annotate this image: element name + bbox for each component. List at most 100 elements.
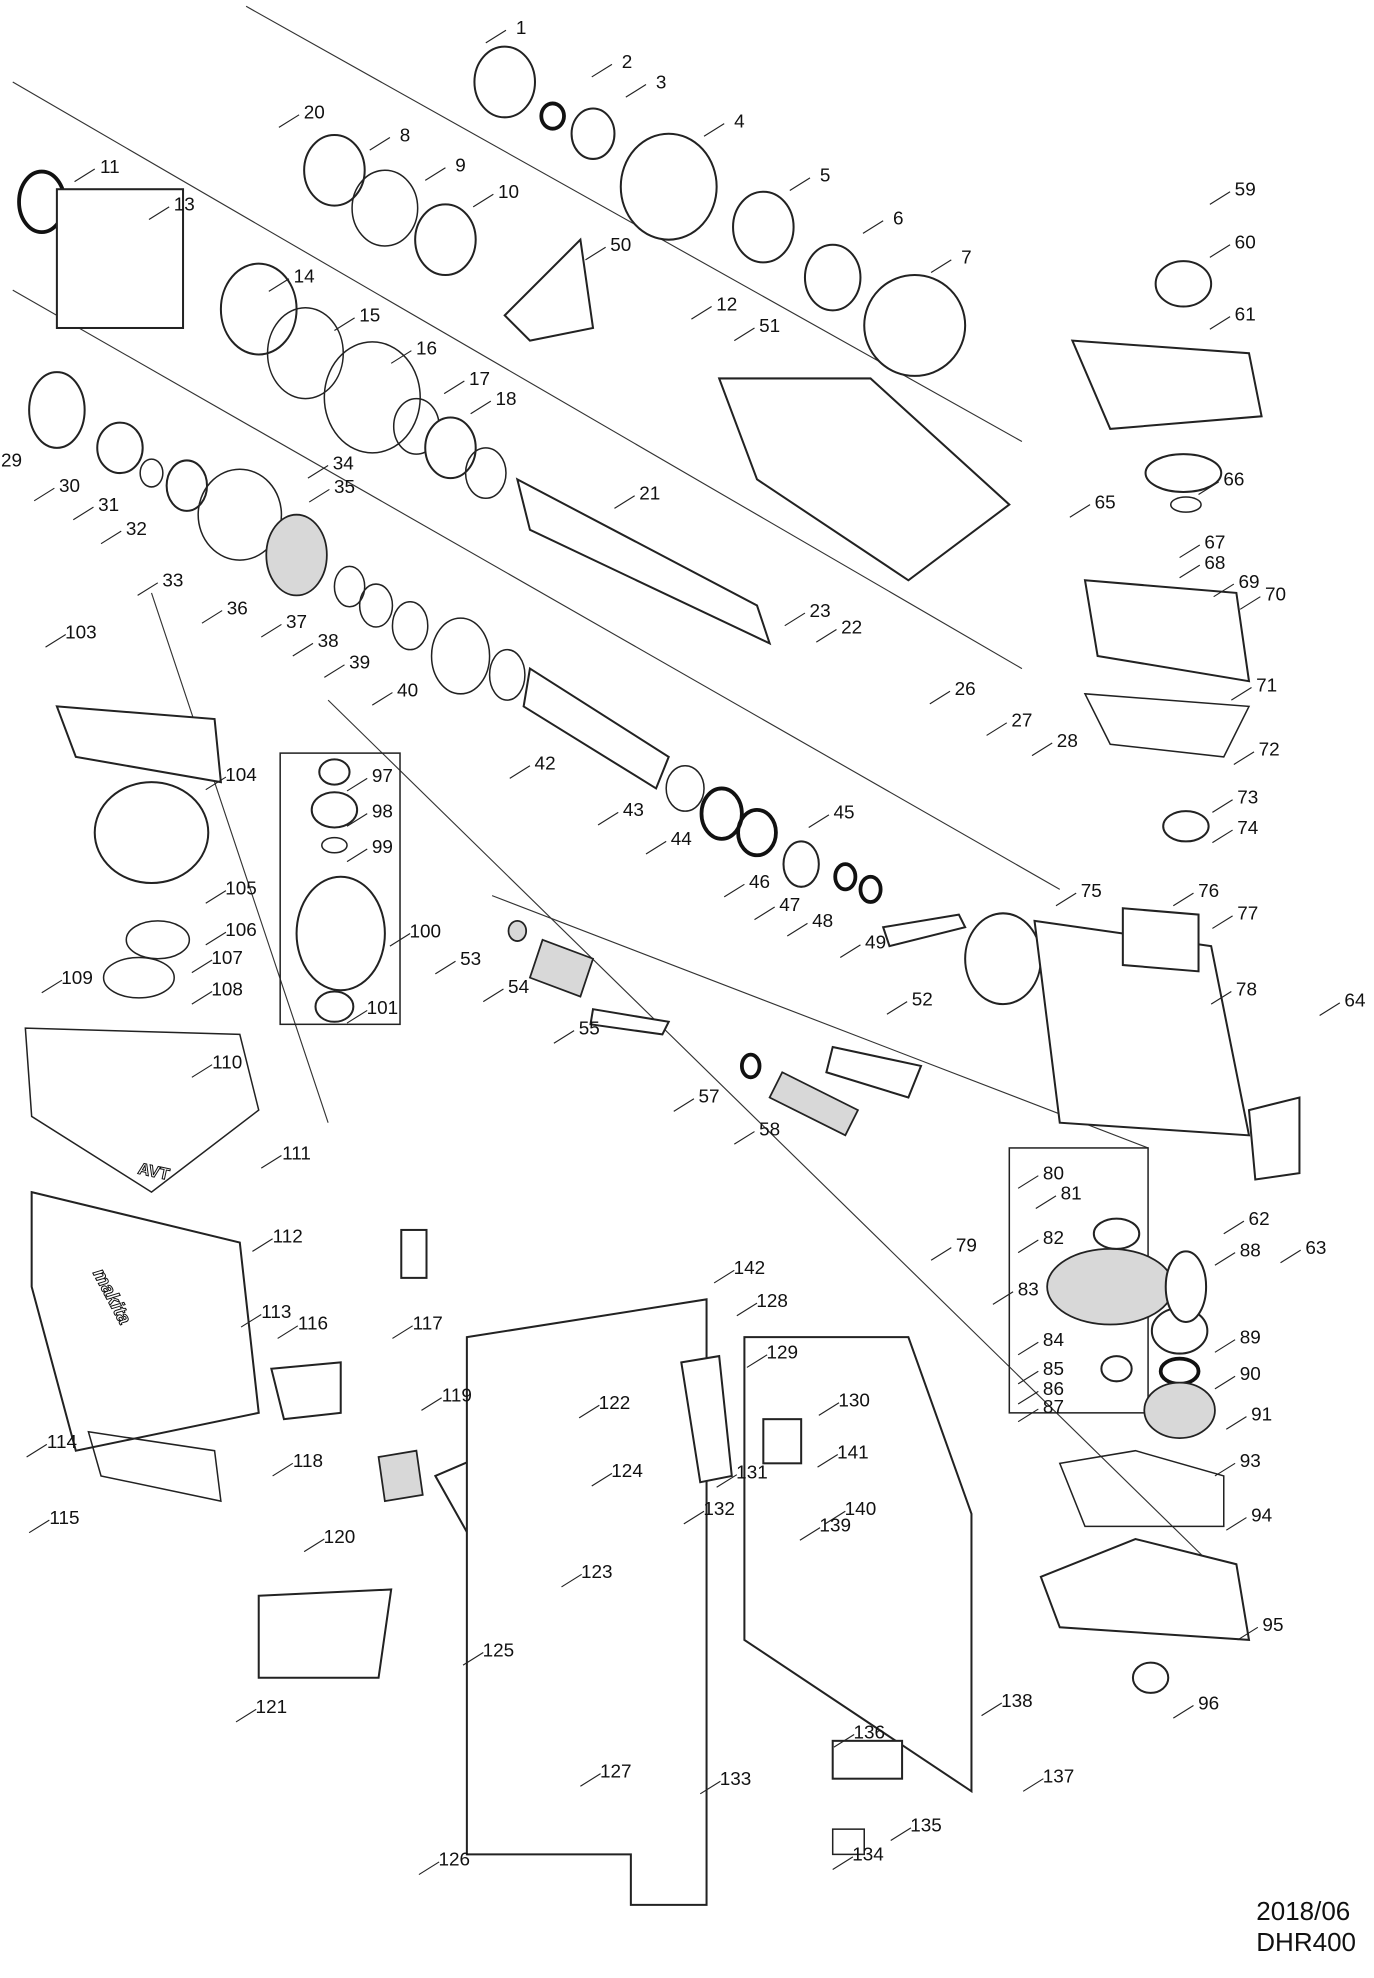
part-label-51: 51: [759, 316, 780, 337]
part-shape: [473, 45, 537, 119]
part-label-88: 88: [1240, 1240, 1261, 1261]
leader-line: [485, 29, 507, 44]
part-label-137: 137: [1043, 1766, 1075, 1787]
part-shape: [165, 459, 209, 512]
part-label-140: 140: [845, 1499, 877, 1520]
part-label-142: 142: [734, 1258, 766, 1279]
leader-line: [1209, 316, 1231, 330]
leader-line: [1055, 892, 1077, 907]
guide-line: [12, 289, 1061, 890]
part-shape: [528, 938, 595, 998]
part-shape: [1158, 1356, 1201, 1386]
leader-line: [421, 1397, 442, 1411]
part-label-11: 11: [100, 157, 120, 178]
leader-line: [41, 979, 63, 994]
part-shape: [279, 752, 401, 1026]
part-label-28: 28: [1057, 731, 1078, 752]
leader-line: [1172, 1705, 1194, 1719]
part-shape: [351, 169, 419, 247]
leader-line: [1214, 1375, 1236, 1390]
leader-line: [839, 944, 861, 958]
part-label-26: 26: [955, 679, 976, 700]
part-shape: [619, 132, 718, 241]
part-shape: [1144, 453, 1223, 493]
part-shape: [1083, 579, 1251, 683]
part-label-97: 97: [372, 766, 393, 787]
part-shape: [28, 371, 86, 449]
leader-line: [472, 193, 494, 208]
leader-line: [833, 1734, 855, 1748]
part-label-35: 35: [334, 477, 355, 498]
leader-line: [1214, 1339, 1236, 1353]
leader-line: [1179, 564, 1201, 579]
leader-lines: [26, 29, 1341, 1876]
part-label-110: 110: [212, 1052, 242, 1073]
avt-badge: AVT: [136, 1160, 171, 1184]
part-shape: [303, 133, 366, 207]
leader-line: [578, 1404, 600, 1419]
leader-line: [1017, 1239, 1039, 1254]
part-shape: [831, 1739, 904, 1780]
part-shape: [1170, 496, 1202, 513]
part-label-141: 141: [837, 1442, 869, 1463]
leader-line: [734, 1131, 755, 1145]
part-shape: [699, 786, 744, 841]
leader-line: [346, 1009, 368, 1024]
part-label-22: 22: [841, 617, 862, 638]
leader-line: [1239, 596, 1261, 610]
part-label-62: 62: [1249, 1209, 1270, 1230]
part-label-125: 125: [483, 1640, 515, 1661]
part-shape: [465, 1298, 708, 1906]
part-label-73: 73: [1237, 788, 1258, 809]
leader-line: [746, 1354, 768, 1368]
part-shape: [93, 781, 210, 885]
part-label-76: 76: [1198, 881, 1219, 902]
part-shape: [665, 764, 705, 812]
part-label-49: 49: [865, 933, 886, 954]
part-shape: [96, 421, 144, 475]
part-label-14: 14: [294, 267, 315, 288]
leader-line: [1017, 1370, 1039, 1385]
part-shape: [400, 1228, 428, 1279]
part-label-135: 135: [910, 1816, 942, 1837]
part-label-37: 37: [286, 612, 307, 633]
leader-line: [591, 63, 613, 78]
part-label-98: 98: [372, 801, 393, 822]
part-shape: [522, 666, 670, 790]
part-shape: [680, 1354, 733, 1484]
leader-line: [100, 530, 122, 545]
leader-line: [205, 890, 227, 904]
leader-line: [1179, 544, 1201, 559]
part-shape: [219, 262, 298, 356]
part-shape: [964, 912, 1042, 1006]
part-shape: [539, 101, 566, 131]
part-label-99: 99: [372, 837, 393, 858]
part-label-59: 59: [1235, 180, 1256, 201]
leader-line: [862, 220, 884, 234]
part-label-80: 80: [1043, 1163, 1064, 1184]
part-label-60: 60: [1235, 233, 1256, 254]
part-label-126: 126: [438, 1850, 470, 1871]
part-label-107: 107: [211, 948, 243, 969]
leader-line: [591, 1472, 613, 1487]
leader-line: [1017, 1408, 1039, 1423]
leader-line: [1212, 915, 1233, 929]
part-shape: [762, 1418, 803, 1465]
part-shape: [358, 583, 394, 628]
part-label-15: 15: [359, 306, 380, 327]
part-shape: [377, 1449, 424, 1503]
part-label-72: 72: [1259, 740, 1280, 761]
leader-line: [392, 1325, 413, 1339]
part-label-45: 45: [834, 803, 855, 824]
part-shape: [102, 956, 175, 999]
part-shape: [333, 565, 366, 608]
part-shape: [831, 1828, 865, 1856]
part-label-100: 100: [409, 921, 441, 942]
part-label-12: 12: [716, 294, 737, 315]
part-shape: [1131, 1661, 1170, 1694]
leader-line: [1319, 1002, 1341, 1016]
leader-line: [292, 642, 314, 657]
part-label-70: 70: [1265, 584, 1286, 605]
part-label-33: 33: [162, 571, 183, 592]
leader-line: [148, 206, 170, 220]
